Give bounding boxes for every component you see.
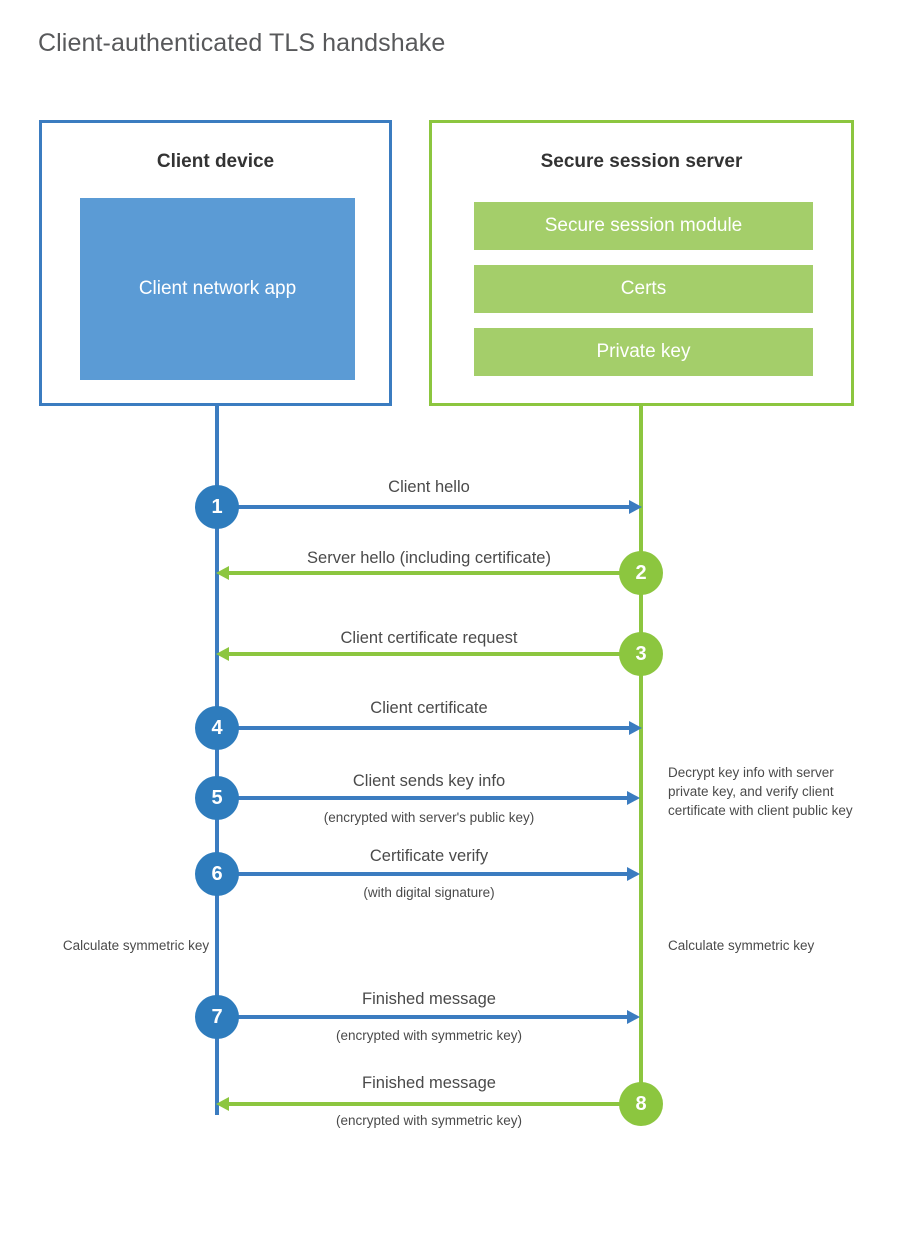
step-5-badge[interactable]: 5 bbox=[195, 776, 239, 820]
step-6-badge[interactable]: 6 bbox=[195, 852, 239, 896]
step-8-sublabel: (encrypted with symmetric key) bbox=[335, 1113, 523, 1128]
secure-session-module-block: Secure session module bbox=[474, 202, 813, 250]
step-4-arrow bbox=[217, 721, 642, 735]
server-decrypt-note: Decrypt key info with server private key… bbox=[668, 765, 853, 819]
step-6-sublabel: (with digital signature) bbox=[363, 885, 495, 900]
step-1-badge[interactable]: 1 bbox=[195, 485, 239, 529]
step-8-label: Finished message bbox=[362, 1074, 496, 1092]
secure-session-server-title: Secure session server bbox=[540, 151, 743, 172]
client-network-app-block: Client network app bbox=[80, 198, 355, 380]
step-7-badge[interactable]: 7 bbox=[195, 995, 239, 1039]
step-3-label: Client certificate request bbox=[340, 629, 518, 647]
certs-block: Certs bbox=[474, 265, 813, 313]
step-1-arrow bbox=[217, 500, 642, 514]
client-device-box: Client device Client network app bbox=[39, 120, 392, 406]
server-lifeline bbox=[639, 403, 643, 1106]
step-7-arrow bbox=[217, 1010, 640, 1024]
step-8-arrow bbox=[216, 1097, 641, 1111]
step-4-badge[interactable]: 4 bbox=[195, 706, 239, 750]
step-7-label: Finished message bbox=[362, 990, 496, 1008]
step-6-label: Certificate verify bbox=[369, 847, 489, 865]
step-2-badge[interactable]: 2 bbox=[619, 551, 663, 595]
server-calculate-symmetric-key-note: Calculate symmetric key bbox=[668, 938, 815, 953]
step-1-label: Client hello bbox=[388, 478, 470, 496]
step-5-sublabel: (encrypted with server's public key) bbox=[323, 810, 535, 825]
secure-session-server-box: Secure session server Secure session mod… bbox=[429, 120, 854, 406]
page-title: Client-authenticated TLS handshake bbox=[38, 29, 446, 57]
step-6-arrow bbox=[217, 867, 640, 881]
client-device-title: Client device bbox=[156, 151, 275, 172]
client-lifeline bbox=[215, 403, 219, 1115]
step-3-badge[interactable]: 3 bbox=[619, 632, 663, 676]
step-3-arrow bbox=[216, 647, 641, 661]
private-key-block: Private key bbox=[474, 328, 813, 376]
step-4-label: Client certificate bbox=[370, 699, 488, 717]
step-2-arrow bbox=[216, 566, 641, 580]
step-5-label: Client sends key info bbox=[352, 772, 506, 790]
step-7-sublabel: (encrypted with symmetric key) bbox=[335, 1028, 523, 1043]
step-8-badge[interactable]: 8 bbox=[619, 1082, 663, 1126]
step-2-label: Server hello (including certificate) bbox=[307, 549, 551, 567]
step-5-arrow bbox=[217, 791, 640, 805]
client-calculate-symmetric-key-note: Calculate symmetric key bbox=[62, 938, 210, 953]
